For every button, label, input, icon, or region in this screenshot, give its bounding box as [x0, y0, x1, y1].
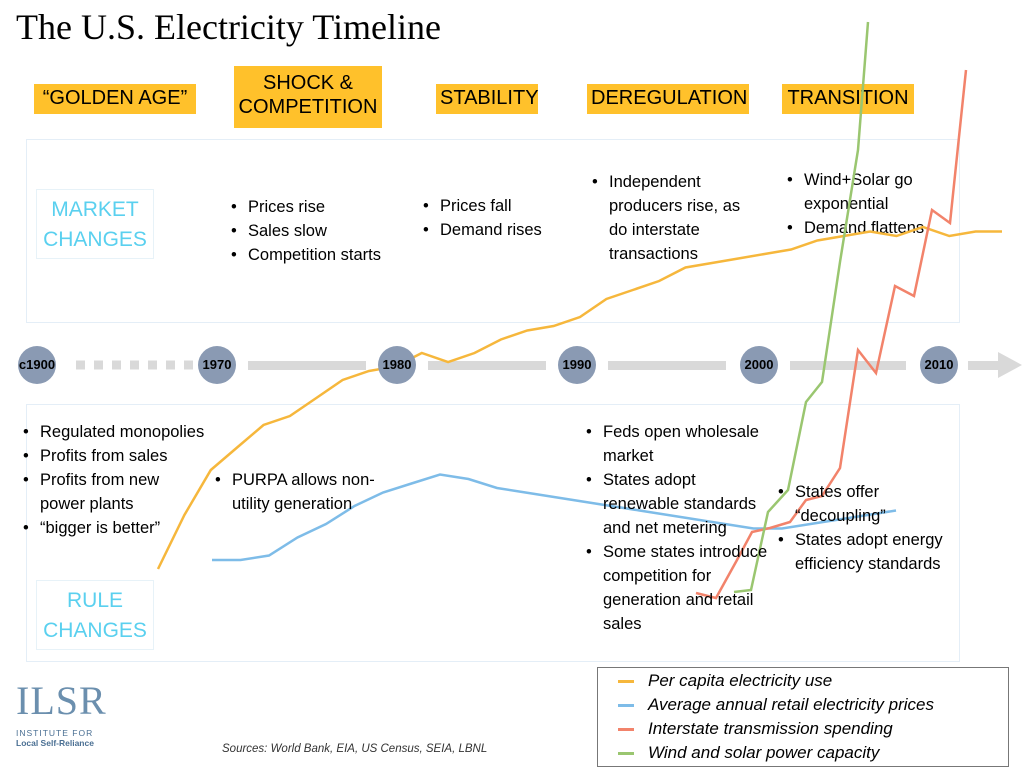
era-golden-age: “GOLDEN AGE”: [34, 84, 196, 114]
timeline-arrow: [76, 352, 1022, 378]
list-item: Feds open wholesale market: [583, 420, 773, 468]
legend-swatch: [618, 752, 634, 756]
era-transition: TRANSITION: [782, 84, 914, 114]
legend-item-prices: Average annual retail electricity prices: [618, 694, 934, 716]
list-item: Profits from new power plants: [20, 468, 200, 516]
list-item: “bigger is better”: [20, 516, 220, 540]
page-title: The U.S. Electricity Timeline: [16, 7, 441, 47]
list-item: Demand rises: [420, 218, 580, 242]
list-item: Prices fall: [420, 194, 580, 218]
legend-label: Per capita electricity use: [648, 671, 833, 690]
logo-line-2: Local Self-Reliance: [16, 738, 94, 748]
era-deregulation: DEREGULATION: [587, 84, 749, 114]
arrow-bar: [968, 361, 1000, 370]
list-item: Independent producers rise, as do inters…: [589, 170, 759, 266]
era-shock-competition: SHOCK & COMPETITION: [234, 66, 382, 128]
per-capita-use-line: [156, 225, 1002, 570]
legend-swatch: [618, 704, 634, 708]
rule-deregulation-list: Feds open wholesale market States adopt …: [583, 420, 773, 636]
era-stability: STABILITY: [436, 84, 539, 114]
list-item: States offer “decoupling”: [775, 480, 960, 528]
arrow-bar: [790, 361, 906, 370]
legend-swatch: [618, 680, 634, 684]
legend-label: Interstate transmission spending: [648, 719, 893, 738]
list-item: States adopt renewable standards and net…: [583, 468, 773, 540]
market-deregulation-list: Independent producers rise, as do inters…: [589, 170, 759, 266]
arrow-bar: [608, 361, 726, 370]
timeline-marker-2000: 2000: [740, 346, 778, 384]
market-changes-label: MARKET CHANGES: [36, 189, 154, 259]
timeline-marker-1970: 1970: [198, 346, 236, 384]
rule-golden-age-list: Regulated monopolies Profits from sales …: [20, 420, 220, 540]
legend-item-transmission: Interstate transmission spending: [618, 718, 893, 740]
legend-swatch: [618, 728, 634, 732]
list-item: Sales slow: [228, 219, 418, 243]
legend-label: Average annual retail electricity prices: [648, 695, 934, 714]
market-transition-list: Wind+Solar go exponential Demand flatten…: [784, 168, 954, 240]
market-changes-panel: [26, 139, 960, 323]
list-item: Some states introduce competition for ge…: [583, 540, 773, 636]
arrow-head: [998, 352, 1022, 378]
list-item: States adopt energy efficiency standards: [775, 528, 960, 576]
list-item: PURPA allows non-utility generation: [212, 468, 387, 516]
timeline-marker-1980: 1980: [378, 346, 416, 384]
legend-item-wind-solar: Wind and solar power capacity: [618, 742, 879, 764]
legend-item-use: Per capita electricity use: [618, 670, 832, 692]
list-item: Prices rise: [228, 195, 418, 219]
legend-label: Wind and solar power capacity: [648, 743, 880, 762]
sources-note: Sources: World Bank, EIA, US Census, SEI…: [222, 743, 488, 755]
list-item: Competition starts: [228, 243, 418, 267]
list-item: Profits from sales: [20, 444, 220, 468]
rule-changes-label: RULE CHANGES: [36, 580, 154, 650]
list-item: Demand flattens: [784, 216, 954, 240]
ilsr-logo: ILSR INSTITUTE FOR Local Self-Reliance: [16, 678, 107, 749]
timeline-marker-2010: 2010: [920, 346, 958, 384]
timeline-marker-1990: 1990: [558, 346, 596, 384]
market-shock-list: Prices rise Sales slow Competition start…: [228, 195, 418, 267]
logo-mark: ILSR: [16, 678, 107, 723]
market-stability-list: Prices fall Demand rises: [420, 194, 580, 242]
logo-line-1: INSTITUTE FOR: [16, 728, 94, 738]
arrow-bar: [428, 361, 546, 370]
list-item: Regulated monopolies: [20, 420, 220, 444]
list-item: Wind+Solar go exponential: [784, 168, 954, 216]
timeline-marker-c1900: c1900: [18, 346, 56, 384]
rule-shock-list: PURPA allows non-utility generation: [212, 468, 387, 516]
rule-transition-list: States offer “decoupling” States adopt e…: [775, 480, 960, 576]
arrow-bar: [248, 361, 366, 370]
chart-legend: Per capita electricity use Average annua…: [597, 667, 1009, 767]
